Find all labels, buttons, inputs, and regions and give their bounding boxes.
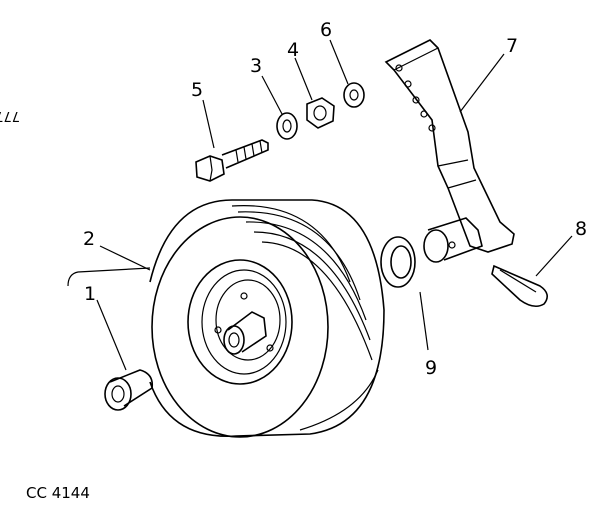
- callout-4: 4: [287, 39, 299, 61]
- callout-2: 2: [83, 228, 95, 250]
- callout-1: 1: [84, 283, 96, 305]
- leader-7: [459, 53, 505, 113]
- callout-6: 6: [320, 19, 332, 41]
- callout-3: 3: [250, 55, 262, 77]
- caster-arm: [384, 39, 515, 263]
- leader-3: [261, 75, 283, 115]
- leader-1: [96, 299, 127, 371]
- bracket-2: [67, 267, 151, 287]
- callout-9: 9: [425, 357, 437, 379]
- leader-4: [294, 57, 313, 101]
- leader-5: [202, 99, 215, 149]
- wheel-assembly: [149, 199, 385, 438]
- leader-2: [99, 245, 151, 271]
- lock-washer: [276, 112, 298, 140]
- watermark-text: 777parts.com: [0, 108, 20, 123]
- leader-6: [329, 39, 349, 85]
- bushing: [104, 369, 154, 411]
- bearing: [380, 236, 416, 288]
- diagram-code: CC 4144: [26, 484, 90, 502]
- flat-washer: [343, 82, 365, 108]
- callout-7: 7: [506, 35, 518, 57]
- leader-9: [419, 291, 429, 351]
- callout-8: 8: [575, 218, 587, 240]
- leader-8: [535, 235, 573, 277]
- callout-5: 5: [191, 79, 203, 101]
- cotter-pin: [491, 264, 548, 308]
- hex-nut: [306, 97, 335, 129]
- bolt: [195, 139, 269, 182]
